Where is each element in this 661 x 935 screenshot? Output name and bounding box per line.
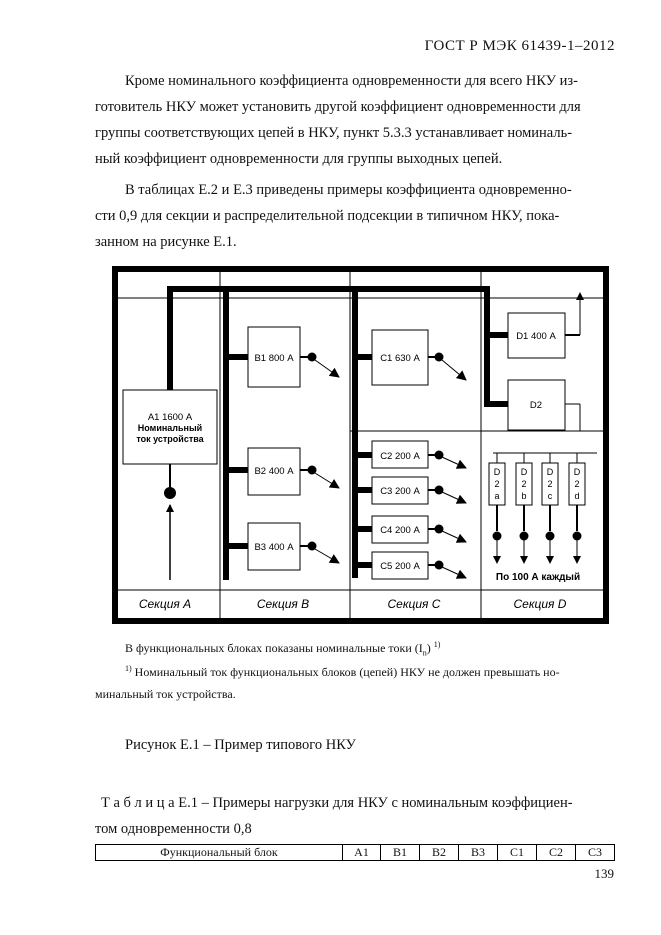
label-a1-rated: Номинальный <box>138 423 202 433</box>
table-header-cell: С3 <box>575 844 615 861</box>
block-d1 <box>487 292 584 359</box>
section-label-d: Секция D <box>514 597 567 611</box>
label-d2c: 2 <box>547 479 552 489</box>
label-c5: С5 200 А <box>380 561 420 572</box>
text-line: группы соответствующих цепей в НКУ, пунк… <box>95 125 573 141</box>
section-label-b: Секция В <box>257 597 309 611</box>
label-d2d: 2 <box>574 479 579 489</box>
text-line: В таблицах Е.2 и Е.3 приведены примеры к… <box>125 182 572 198</box>
block-b1 <box>226 326 340 388</box>
block-c1 <box>355 329 467 386</box>
label-d1: D1 400 А <box>516 331 556 342</box>
figure-note: В функциональных блоках показаны номинал… <box>125 640 441 658</box>
document-id: ГОСТ Р МЭК 61439-1–2012 <box>424 38 615 54</box>
label-d2b: 2 <box>521 479 526 489</box>
label-b2: В2 400 А <box>254 466 294 477</box>
label-d2c: D <box>547 467 554 477</box>
label-d2b: b <box>521 491 526 501</box>
block-b2 <box>226 447 340 496</box>
label-a1: А1 1600 А <box>148 412 193 423</box>
label-a1-rated: ток устройства <box>136 434 204 444</box>
label-d2d: d <box>574 491 579 501</box>
table-header-cell: Функциональный блок <box>95 844 343 861</box>
text-line: сти 0,9 для секции и распределительной п… <box>95 208 560 224</box>
load-table: Функциональный блок А1 В1 В2 В3 С1 С2 С3 <box>95 844 615 861</box>
block-d2 <box>487 379 581 431</box>
table-header-cell: С1 <box>497 844 537 861</box>
label-d2a: a <box>494 491 499 501</box>
enclosure-frame <box>112 266 609 624</box>
outgoing-label: По 100 А каждый <box>496 572 580 583</box>
label-c3: С3 200 А <box>380 486 420 497</box>
block-b3 <box>226 522 340 571</box>
table-header-cell: В1 <box>380 844 420 861</box>
figure-caption: Рисунок Е.1 – Пример типового НКУ <box>125 737 356 753</box>
table-title: Т а б л и ц а Е.1 – Примеры нагрузки для… <box>95 795 573 837</box>
text-line: занном на рисунке Е.1. <box>95 234 237 250</box>
label-b3: В3 400 А <box>254 542 294 553</box>
label-b1: В1 800 А <box>254 353 294 364</box>
page-number: 139 <box>594 866 615 881</box>
block-c5 <box>355 551 467 580</box>
terminal-dot <box>164 487 176 499</box>
label-d2a: 2 <box>494 479 499 489</box>
paragraph-2: В таблицах Е.2 и Е.3 приведены примеры к… <box>95 177 623 255</box>
block-a1 <box>122 389 218 465</box>
label-c1: С1 630 А <box>380 353 420 364</box>
text-line: Кроме номинального коэффициента одноврем… <box>125 73 578 89</box>
footnote-line: 1) Номинальный ток функциональных блоков… <box>125 664 560 679</box>
table-header-row: Функциональный блок А1 В1 В2 В3 С1 С2 С3 <box>95 844 615 861</box>
text-line: ный коэффициент одновременности для груп… <box>95 151 503 167</box>
label-d2c: c <box>548 491 553 501</box>
label-c2: С2 200 А <box>380 451 420 462</box>
block-c4 <box>355 515 467 544</box>
label-d2b: D <box>521 467 528 477</box>
table-header-cell: А1 <box>342 844 381 861</box>
table-header-cell: В3 <box>458 844 498 861</box>
paragraph-1: Кроме номинального коэффициента одноврем… <box>95 68 623 172</box>
block-c2 <box>355 440 467 469</box>
table-header-cell: В2 <box>419 844 459 861</box>
table-header-cell: С2 <box>536 844 576 861</box>
section-label-c: Секция С <box>388 597 441 611</box>
text-line: готовитель НКУ может установить другой к… <box>95 99 581 115</box>
label-d2: D2 <box>530 400 542 411</box>
label-c4: С4 200 А <box>380 525 420 536</box>
label-d2a: D <box>494 467 501 477</box>
sub-blocks-d2 <box>488 453 586 564</box>
section-label-a: Секция А <box>139 597 191 611</box>
footnote-line: минальный ток устройства. <box>95 687 236 701</box>
label-d2d: D <box>574 467 581 477</box>
block-c3 <box>355 476 467 505</box>
